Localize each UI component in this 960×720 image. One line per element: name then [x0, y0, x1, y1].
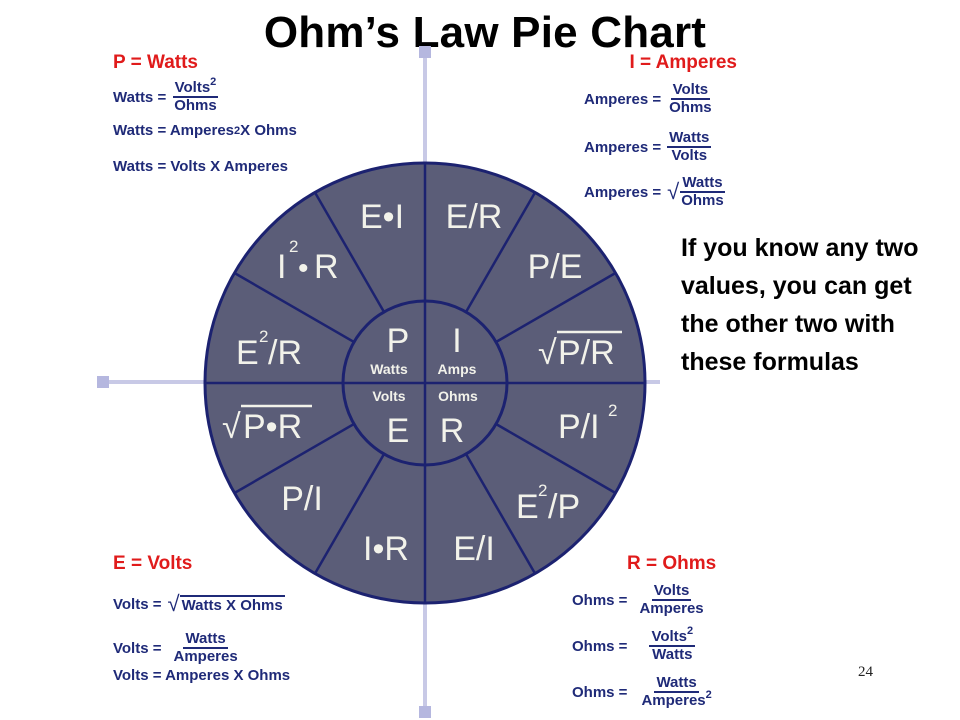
svg-text:√: √ [222, 408, 241, 446]
svg-text:√: √ [538, 334, 557, 372]
svg-text:/R: /R [268, 334, 302, 372]
current-header: I = Amperes [629, 52, 737, 73]
page-title: Ohm’s Law Pie Chart [263, 8, 707, 57]
wheel-formula-p-over-e: P/E [528, 248, 583, 286]
svg-text:P•R: P•R [243, 408, 302, 446]
wheel-formula-ei: E•I [360, 198, 404, 236]
svg-text:2: 2 [289, 237, 298, 256]
voltage-header: E = Volts [113, 553, 193, 574]
wheel-formula-e-over-i: E/I [453, 530, 495, 568]
center-p-unit: Watts [370, 361, 408, 377]
svg-text:2: 2 [259, 327, 268, 346]
center-r-letter: R [440, 412, 465, 450]
svg-text:E: E [516, 488, 539, 526]
center-r-unit: Ohms [438, 388, 478, 404]
power-formula-volts-amps: Watts = Volts X Amperes [113, 158, 288, 175]
svg-text:P/R: P/R [558, 334, 615, 372]
wheel-formula-sqrt-p-over-r: √ P/R [538, 330, 622, 372]
wheel-formula-p-over-i: P/I [281, 480, 323, 518]
wheel-formula-ir-bottom: I•R [363, 530, 409, 568]
svg-text:/P: /P [548, 488, 580, 526]
wheel-formula-e-over-r: E/R [446, 198, 503, 236]
svg-text:I: I [277, 248, 286, 286]
svg-text:R: R [314, 248, 339, 286]
center-e-letter: E [387, 412, 410, 450]
svg-text:E: E [236, 334, 259, 372]
axis-end-bottom [419, 706, 431, 718]
wheel-formula-sqrt-pr: √ P•R [222, 404, 312, 446]
svg-text:•: • [298, 252, 309, 285]
voltage-formula-sqrt-watts-ohms: Volts = √Watts X Ohms [113, 591, 285, 616]
svg-text:2: 2 [538, 481, 547, 500]
svg-text:P/I: P/I [558, 408, 600, 446]
page-number: 24 [858, 664, 873, 680]
instruction-note: If you know any two values, you can get … [681, 234, 919, 376]
center-i-unit: Amps [438, 361, 477, 377]
resistance-header: R = Ohms [627, 553, 717, 574]
power-header: P = Watts [113, 52, 198, 73]
axis-end-top [419, 46, 431, 58]
center-i-letter: I [452, 322, 461, 360]
svg-text:2: 2 [608, 401, 617, 420]
wheel-formula-i-squared-r: I 2 • R [277, 237, 339, 286]
inner-dividers [343, 301, 507, 465]
axis-end-left [97, 376, 109, 388]
wheel-formula-e-squared-over-p: E 2 /P [516, 481, 580, 526]
center-e-unit: Volts [372, 388, 405, 404]
voltage-formulas-panel: E = Volts Volts = √Watts X Ohms Volts = … [113, 553, 373, 693]
voltage-formula-amps-ohms: Volts = Amperes X Ohms [113, 667, 291, 684]
wheel-formula-p-over-i-squared: P/I 2 [558, 401, 617, 446]
wheel-formula-e-squared-over-r: E 2 /R [236, 327, 302, 372]
center-p-letter: P [387, 322, 410, 360]
